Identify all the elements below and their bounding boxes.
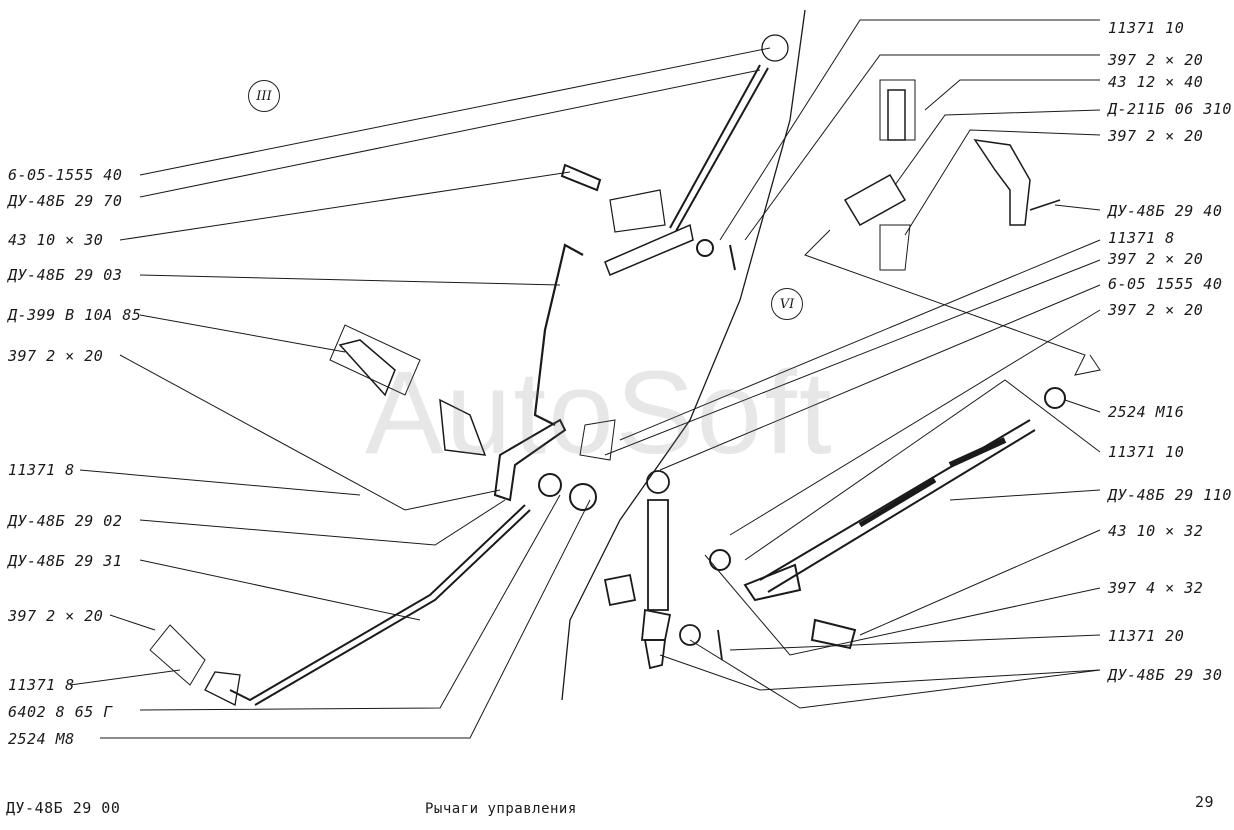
view-divider-line [561,9,806,701]
part-label: 11371 8 [1108,229,1175,247]
part-label: 397 2 × 20 [1108,127,1204,145]
part-label: ДУ-48Б 29 02 [8,512,123,530]
view-label-6: VI [771,288,803,320]
leader-lines-left [69,47,771,739]
part-label: ДУ-48Б 29 30 [1108,666,1223,684]
part-label: 11371 10 [1108,19,1185,37]
part-label: ДУ-48Б 29 03 [8,266,123,284]
part-label: 43 10 × 32 [1108,522,1204,540]
drawing-title: Рычаги управления [425,801,577,817]
part-label: ДУ-48Б 29 70 [8,192,123,210]
lower-link-rod [149,504,531,706]
part-label: 397 2 × 20 [1108,250,1204,268]
threaded-rod [709,387,1066,650]
part-label: 11371 8 [8,461,75,479]
part-label: 397 2 × 20 [8,347,104,365]
part-label: ДУ-48Б 29 40 [1108,202,1223,220]
bell-crank [493,418,616,511]
part-label: 2524 М16 [1108,403,1185,421]
part-label: 397 4 × 32 [1108,579,1204,597]
leader-lines-right [604,19,1101,709]
view-label-3: III [248,80,280,112]
bolt-detail [329,324,487,456]
part-label: 11371 20 [1108,627,1185,645]
part-label: Д-211Б 06 310 [1108,100,1232,118]
vertical-rod [533,243,584,426]
part-label: 2524 М8 [8,730,75,748]
part-label: ДУ-48Б 29 110 [1108,486,1232,504]
part-label: 43 12 × 40 [1108,73,1204,91]
part-label: 6-05-1555 40 [8,166,123,184]
part-label: 43 10 × 30 [8,231,104,249]
part-label: 6-05 1555 40 [1108,275,1223,293]
upper-lever [560,34,789,276]
view-6-assembly [804,79,1101,376]
part-label: 397 2 × 20 [8,607,104,625]
drawing-code: ДУ-48Б 29 00 [6,799,121,817]
part-label: 397 2 × 20 [1108,51,1204,69]
watermark-text: AutoSoft [365,347,834,479]
part-label: Д-399 В 10А 85 [8,306,142,324]
page-number: 29 [1195,793,1215,811]
part-label: 397 2 × 20 [1108,301,1204,319]
view-label-3-text: III [256,88,272,104]
part-label: 6402 8 65 Г [8,703,113,721]
part-label: 11371 10 [1108,443,1185,461]
part-label: 11371 8 [8,676,75,694]
part-label: ДУ-48Б 29 31 [8,552,123,570]
view-label-6-text: VI [779,296,795,312]
strut-assembly [603,470,723,670]
